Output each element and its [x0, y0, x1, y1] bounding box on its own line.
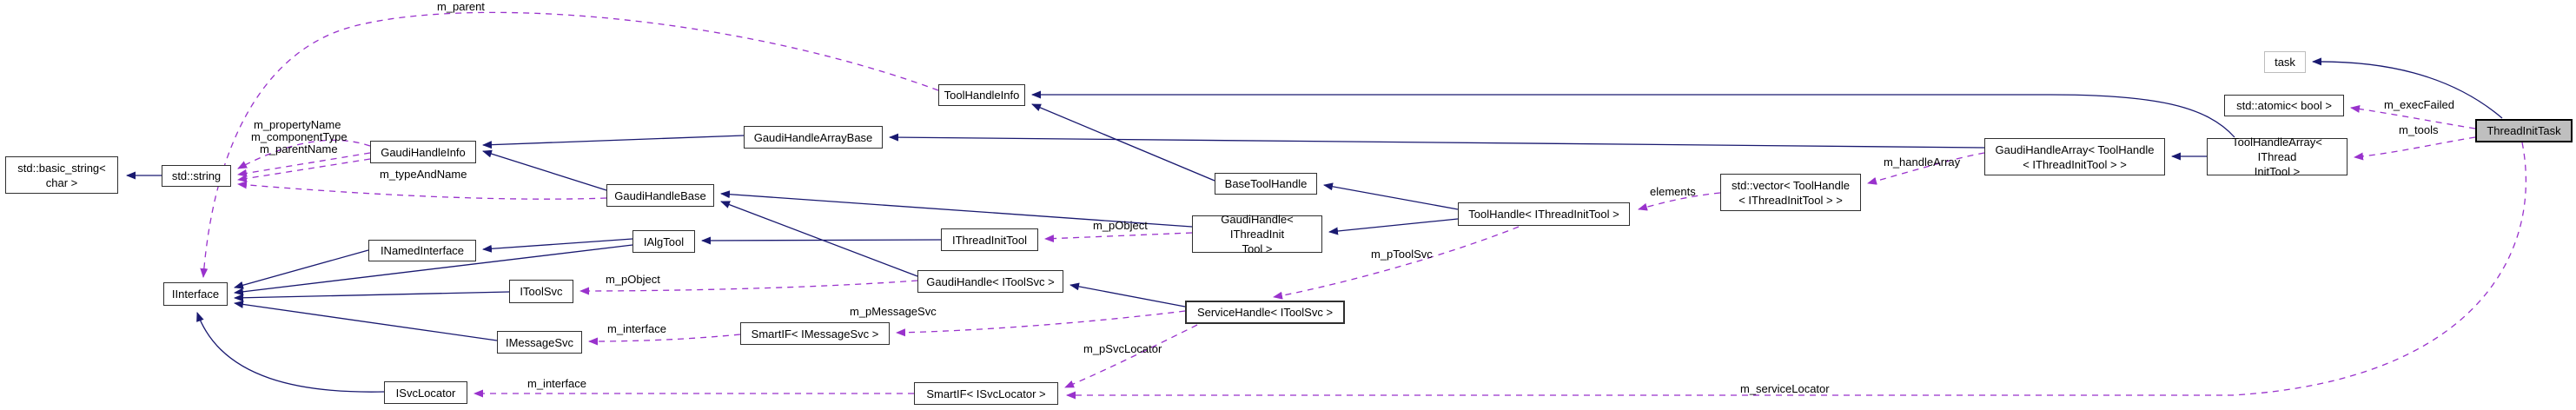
class-node-inamedinterface[interactable]: INamedInterface: [368, 240, 476, 261]
edge-toolhandle-m-ptoolsvc-servicehandle: [1273, 226, 1520, 300]
edge-label-m-handlearray: m_handleArray: [1884, 155, 1961, 169]
class-node-toolhandlearray[interactable]: ToolHandleArray< IThread InitTool >: [2207, 136, 2348, 178]
edge-gaudihandlearray-m-handlearray-stdvector: [1867, 152, 1985, 185]
edge-gaudihandleinfo-m-componenttype-stdstring: [237, 152, 371, 177]
class-node-threadinittask-current: ThreadInitTask: [2475, 119, 2573, 142]
class-node-toolhandle-ithreadinittool[interactable]: ToolHandle< IThreadInitTool >: [1458, 202, 1630, 226]
edge-label-m-interface-msg: m_interface: [607, 322, 666, 335]
class-node-servicehandle-itoolsvc[interactable]: ServiceHandle< IToolSvc >: [1185, 301, 1345, 324]
edge-label-m-propertyname: m_propertyName: [254, 118, 341, 131]
class-node-std-basic-string[interactable]: std::basic_string< char >: [5, 156, 118, 194]
edge-threadinittask-m-servicelocator-smartifsvc: [1066, 142, 2527, 400]
edge-gaudihandleithread-m-pobject-ithreadinittool: [1044, 232, 1193, 243]
edge-gaudihandlebase-to-gaudihandleinfo: [482, 149, 607, 191]
edge-inamedinterface-to-iinterface: [234, 249, 369, 289]
class-node-std-vector-toolhandle[interactable]: std::vector< ToolHandle < IThreadInitToo…: [1720, 174, 1861, 211]
edge-label-m-pmessagesvc: m_pMessageSvc: [850, 305, 937, 318]
class-node-gaudihandlearray[interactable]: GaudiHandleArray< ToolHandle < IThreadIn…: [1984, 138, 2165, 175]
class-node-itoolsvc[interactable]: IToolSvc: [509, 280, 573, 303]
class-node-ialgtool[interactable]: IAlgTool: [632, 230, 695, 253]
class-node-gaudihandleinfo[interactable]: GaudiHandleInfo: [370, 141, 476, 163]
class-node-iinterface[interactable]: IInterface: [163, 282, 228, 306]
edge-gaudihandleitoolsvc-m-pobject-itoolsvc: [579, 280, 918, 295]
class-node-task: task: [2264, 51, 2306, 73]
edge-gaudihandlebase-m-typeandname-stdstring: [237, 181, 607, 200]
edge-gaudihandleitoolsvc-to-gaudihandlebase: [720, 201, 918, 277]
class-node-isvclocator[interactable]: ISvcLocator: [384, 381, 467, 404]
class-node-gaudihandlebase[interactable]: GaudiHandleBase: [606, 184, 714, 207]
edge-basetoolhandle-to-toolhandleinfo: [1031, 103, 1215, 182]
edge-label-m-interface-svc: m_interface: [527, 377, 586, 390]
edge-threadinittask-to-task: [2312, 57, 2503, 119]
class-node-gaudihandlearraybase[interactable]: GaudiHandleArrayBase: [744, 126, 883, 149]
edge-label-m-execfailed: m_execFailed: [2384, 98, 2454, 111]
edge-label-m-psvclocator: m_pSvcLocator: [1083, 342, 1162, 355]
class-node-toolhandleinfo[interactable]: ToolHandleInfo: [938, 84, 1025, 106]
edge-label-m-ptoolsvc: m_pToolSvc: [1371, 248, 1433, 261]
edge-label-elements: elements: [1650, 185, 1696, 198]
edge-gaudihandlearraybase-to-gaudihandleinfo: [482, 135, 745, 149]
edge-ialgtool-to-inamedinterface: [482, 238, 633, 253]
edge-smartifmsg-m-interface-imessagesvc: [588, 334, 741, 346]
edge-label-m-tools: m_tools: [2399, 123, 2439, 136]
edge-isvclocator-to-iinterface: [196, 312, 385, 393]
edge-servicehandle-m-psvclocator-smartifsvc: [1064, 324, 1198, 388]
class-node-gaudihandle-itoolsvc[interactable]: GaudiHandle< IToolSvc >: [917, 270, 1063, 293]
class-node-gaudihandle-ithreadinittool[interactable]: GaudiHandle< IThreadInit Tool >: [1192, 213, 1322, 255]
edge-threadinittask-m-tools-toolhandlearray: [2354, 136, 2476, 161]
class-node-std-atomic-bool[interactable]: std::atomic< bool >: [2224, 95, 2344, 116]
edge-toolhandle-to-gaudihandleithread: [1328, 218, 1459, 235]
edge-gaudihandlearray-to-gaudihandlearraybase: [889, 133, 1985, 149]
edge-label-m-pobject-ithread: m_pObject: [1093, 219, 1148, 232]
edge-ithreadinittool-to-ialgtool: [701, 236, 942, 245]
edge-gaudihandleinfo-m-parentname-stdstring: [237, 158, 371, 182]
class-node-std-string[interactable]: std::string: [162, 165, 231, 187]
edge-label-m-parentname: m_parentName: [260, 142, 338, 155]
edge-ialgtool-to-iinterface: [234, 244, 633, 296]
edge-threadinittask-m-execfailed-stdatomic: [2350, 104, 2476, 129]
edge-gaudihandleithread-to-gaudihandlebase: [720, 190, 1193, 228]
edge-toolhandle-to-basetoolhandle: [1323, 182, 1459, 210]
edge-servicehandle-to-gaudihandleitoolsvc: [1069, 282, 1186, 308]
class-node-smartif-imessagesvc[interactable]: SmartIF< IMessageSvc >: [740, 322, 890, 345]
class-node-ithreadinittool[interactable]: IThreadInitTool: [941, 228, 1038, 251]
edge-imessagesvc-to-iinterface: [234, 300, 498, 341]
edge-label-m-parent: m_parent: [437, 0, 485, 13]
edge-toolhandleinfo-m-parent-iinterface: [200, 11, 939, 278]
class-node-smartif-isvclocator[interactable]: SmartIF< ISvcLocator >: [914, 382, 1058, 405]
edge-gaudihandleinfo-m-propertyname-stdstring: [237, 139, 371, 169]
edge-label-m-typeandname: m_typeAndName: [380, 168, 467, 181]
edge-toolhandlearray-to-toolhandleinfo: [1031, 90, 2235, 138]
class-node-basetoolhandle[interactable]: BaseToolHandle: [1215, 173, 1317, 195]
edge-label-m-servicelocator: m_serviceLocator: [1740, 382, 1830, 395]
edge-itoolsvc-to-iinterface: [234, 291, 510, 302]
edge-label-m-pobject-itoolsvc: m_pObject: [606, 273, 660, 286]
edge-label-m-componenttype: m_componentType: [251, 130, 348, 143]
edge-servicehandle-m-pmessagesvc-smartifmsg: [896, 310, 1186, 337]
class-node-imessagesvc[interactable]: IMessageSvc: [497, 331, 582, 354]
